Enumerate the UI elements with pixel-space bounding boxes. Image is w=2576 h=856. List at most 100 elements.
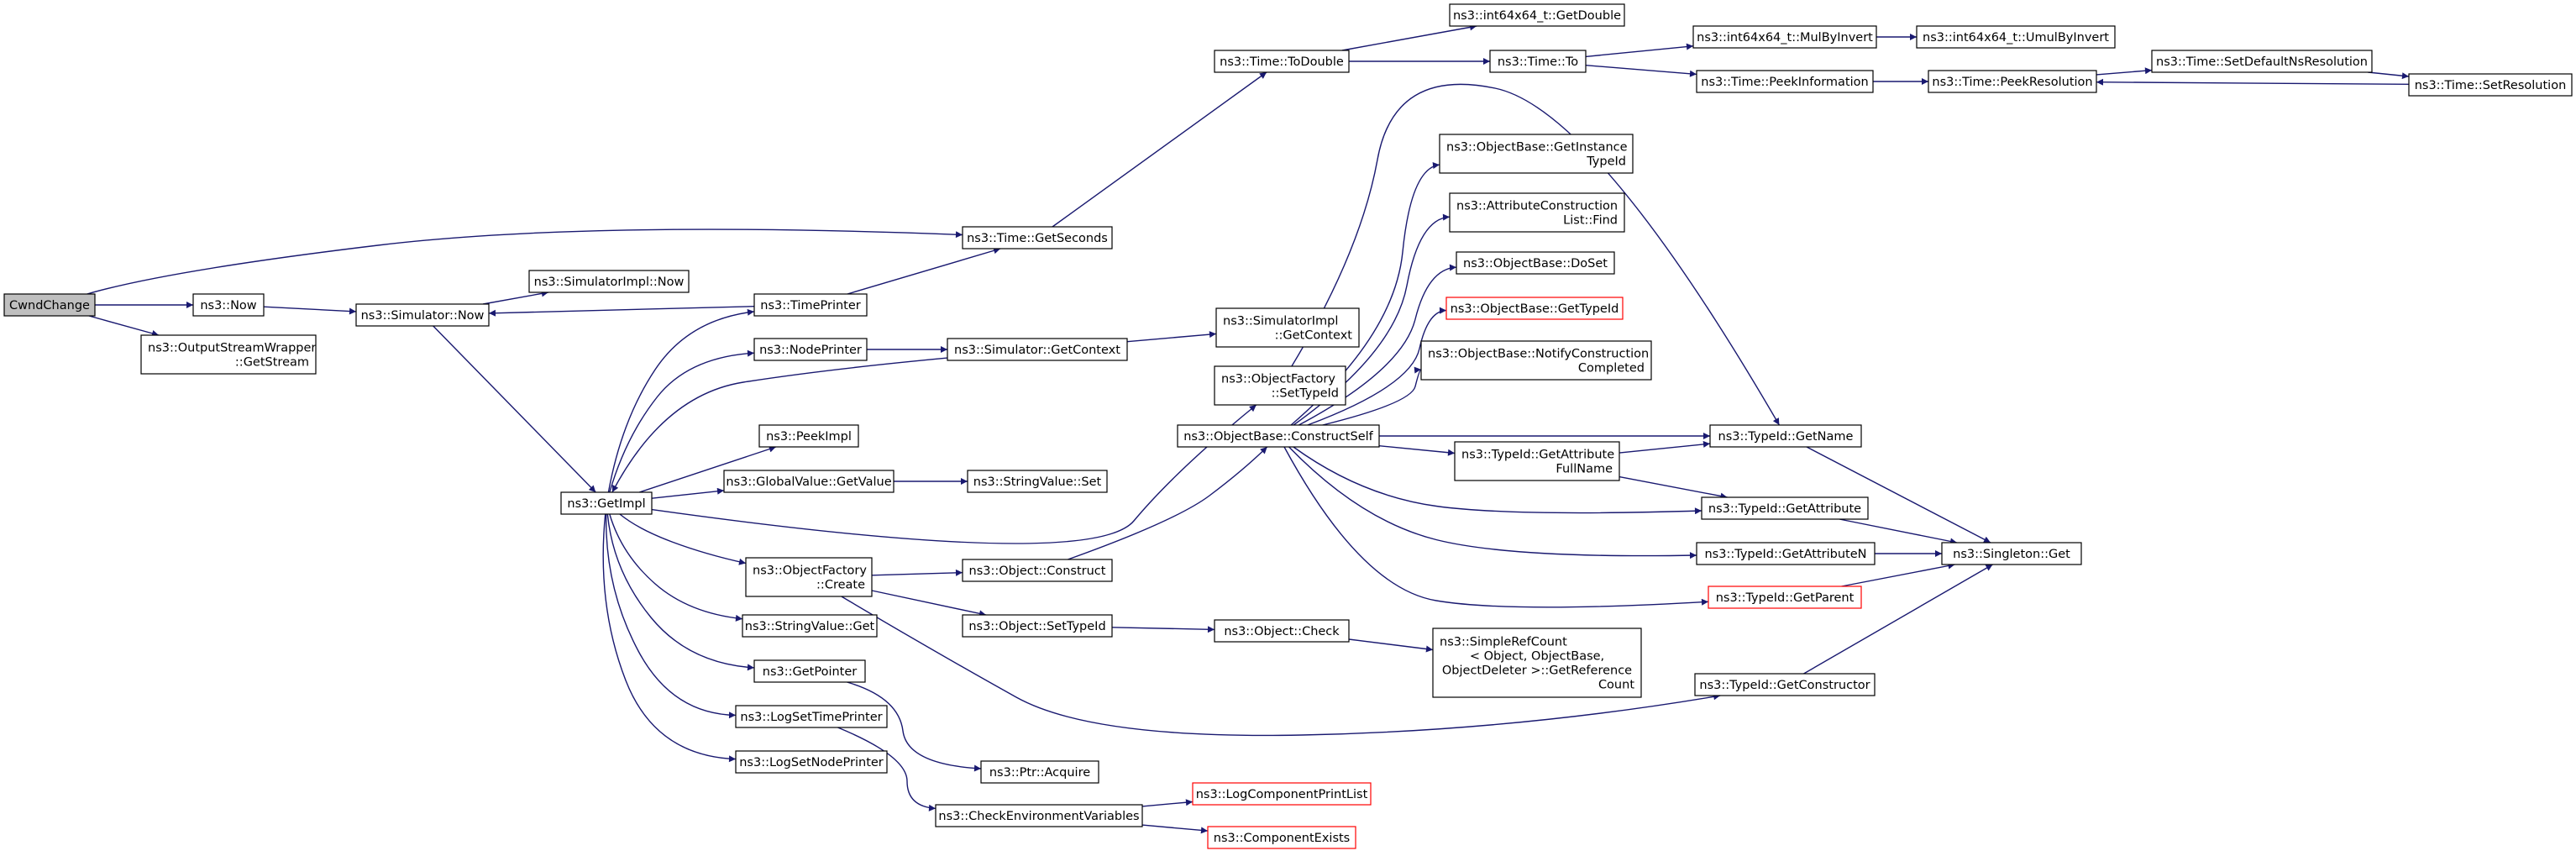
node-ptracquire[interactable]: ns3::Ptr::Acquire [980,760,1099,784]
edge-setres-to-peekres [2096,78,2410,86]
node-getdouble[interactable]: ns3::int64x64_t::GetDouble [1449,3,1625,27]
node-timeprinter[interactable]: ns3::TimePrinter [753,293,868,317]
node-box [1207,826,1356,849]
edge-constructself-to-tidgetattr [1293,446,1702,515]
node-globalget[interactable]: ns3::GlobalValue::GetValue [723,470,895,493]
node-ofcreate[interactable]: ns3::ObjectFactory::Create [745,557,873,597]
node-box [753,659,866,683]
edge-simnow-to-getimpl [433,325,596,493]
node-box [1214,619,1350,643]
node-getseconds[interactable]: ns3::Time::GetSeconds [962,226,1113,249]
node-tidgetname[interactable]: ns3::TypeId::GetName [1709,424,1862,448]
node-box [1696,70,1874,93]
node-setdefres[interactable]: ns3::Time::SetDefaultNsResolution [2151,50,2373,73]
node-ofsettype[interactable]: ns3::ObjectFactory::SetTypeId [1214,365,1346,406]
node-strget[interactable]: ns3::StringValue::Get [742,614,878,638]
edge-simgetctx-to-simimplctx [1126,331,1217,343]
node-peekinfo[interactable]: ns3::Time::PeekInformation [1696,70,1874,93]
node-box [753,338,868,361]
node-simnow[interactable]: ns3::Simulator::Now [355,303,490,327]
node-box [723,470,895,493]
node-label: ns3::TypeId::GetConstructor [1699,679,1870,692]
node-objsettype[interactable]: ns3::Object::SetTypeId [962,614,1113,638]
node-tidgetctor[interactable]: ns3::TypeId::GetConstructor [1694,673,1876,696]
edge-getimpl-to-strget [609,513,743,622]
node-box [962,226,1113,249]
node-mulbyinvert[interactable]: ns3::int64x64_t::MulByInvert [1692,25,1877,49]
node-setres[interactable]: ns3::Time::SetResolution [2408,73,2573,97]
node-doset[interactable]: ns3::ObjectBase::DoSet [1456,251,1615,275]
node-label: ns3::Object::SetTypeId [968,620,1105,633]
node-getimpl[interactable]: ns3::GetImpl [560,491,653,515]
node-todouble[interactable]: ns3::Time::ToDouble [1214,50,1350,73]
node-label: ns3::int64x64_t::UmulByInvert [1923,31,2109,45]
node-timeto[interactable]: ns3::Time::To [1489,50,1587,73]
node-box [1192,782,1372,806]
node-singleton[interactable]: ns3::Singleton::Get [1941,542,2082,565]
edge-getattrfull-to-tidgetattr [1619,475,1728,500]
node-simimplnow[interactable]: ns3::SimulatorImpl::Now [528,270,690,293]
node-label: ns3::SimulatorImpl::Now [534,276,685,289]
node-label: ns3::TypeId::GetAttribute [1461,449,1614,462]
node-peekres[interactable]: ns3::Time::PeekResolution [1928,70,2097,93]
node-getpointer[interactable]: ns3::GetPointer [753,659,866,683]
node-label: ns3::GetImpl [567,497,645,511]
node-obgettypeid[interactable]: ns3::ObjectBase::GetTypeId [1445,297,1624,320]
node-tidgetattrn[interactable]: ns3::TypeId::GetAttributeN [1696,542,1876,565]
edge-tidgetattr-to-singleton [1839,518,1958,545]
node-label: ns3::int64x64_t::GetDouble [1453,9,1621,23]
node-logsetnode[interactable]: ns3::LogSetNodePrinter [735,750,888,774]
edge-layer [87,24,2410,834]
node-tidgetparent[interactable]: ns3::TypeId::GetParent [1708,586,1862,609]
node-box [2151,50,2373,73]
edge-constructself-to-notifycc [1322,366,1422,426]
node-label: ObjectDeleter >::GetReference [1442,664,1632,678]
node-label: Count [1598,679,1634,692]
edge-setdefres-to-setres [2368,71,2410,80]
node-compexists[interactable]: ns3::ComponentExists [1207,826,1356,849]
node-umulbyinvert[interactable]: ns3::int64x64_t::UmulByInvert [1916,25,2116,49]
node-box [1709,424,1862,448]
node-label: ns3::StringValue::Get [745,620,875,633]
node-label: ns3::ObjectFactory [1221,373,1335,386]
node-strset[interactable]: ns3::StringValue::Set [967,470,1108,493]
node-box [758,424,859,448]
node-label: ::GetStream [235,356,309,370]
node-simgetctx[interactable]: ns3::Simulator::GetContext [947,338,1128,361]
node-nodeprinter[interactable]: ns3::NodePrinter [753,338,868,361]
node-objconstruct[interactable]: ns3::Object::Construct [962,559,1113,582]
node-label: ns3::ObjectBase::DoSet [1463,257,1608,270]
node-now[interactable]: ns3::Now [192,293,265,317]
node-label: ns3::TimePrinter [760,299,861,312]
node-label: ns3::Time::SetDefaultNsResolution [2156,55,2368,69]
node-label: ::Create [816,579,865,592]
node-simimplctx[interactable]: ns3::SimulatorImpl::GetContext [1215,307,1360,348]
node-simpleref[interactable]: ns3::SimpleRefCount< Object, ObjectBase,… [1432,628,1642,698]
node-notifycc[interactable]: ns3::ObjectBase::NotifyConstructionCompl… [1420,340,1652,381]
edge-constructself-to-obgettypeid [1307,307,1447,426]
node-osw[interactable]: ns3::OutputStreamWrapper::GetStream [140,334,317,375]
node-box [2408,73,2573,97]
node-label: List::Find [1563,214,1618,228]
edge-getimpl-to-nodeprinter [609,349,755,493]
node-checkenv[interactable]: ns3::CheckEnvironmentVariables [935,804,1143,827]
node-objcheck[interactable]: ns3::Object::Check [1214,619,1350,643]
node-box [1432,628,1642,698]
node-label: ns3::ObjectFactory [753,565,867,578]
node-box [192,293,265,317]
edge-ofsettype-to-tidgetname [1291,83,1781,426]
edge-getimpl-to-logsetnode [602,513,737,763]
edge-getattrfull-to-tidgetname [1619,440,1711,454]
node-label: ns3::Ptr::Acquire [989,766,1090,780]
node-peekimpl[interactable]: ns3::PeekImpl [758,424,859,448]
node-logsettime[interactable]: ns3::LogSetTimePrinter [735,705,888,728]
node-box [1916,25,2116,49]
node-label: TypeId [1586,155,1626,169]
node-constructself[interactable]: ns3::ObjectBase::ConstructSelf [1177,424,1380,448]
node-tidgetattr[interactable]: ns3::TypeId::GetAttribute [1701,496,1869,520]
node-logcomplist[interactable]: ns3::LogComponentPrintList [1192,782,1372,806]
node-cwnd[interactable]: CwndChange [3,293,96,317]
